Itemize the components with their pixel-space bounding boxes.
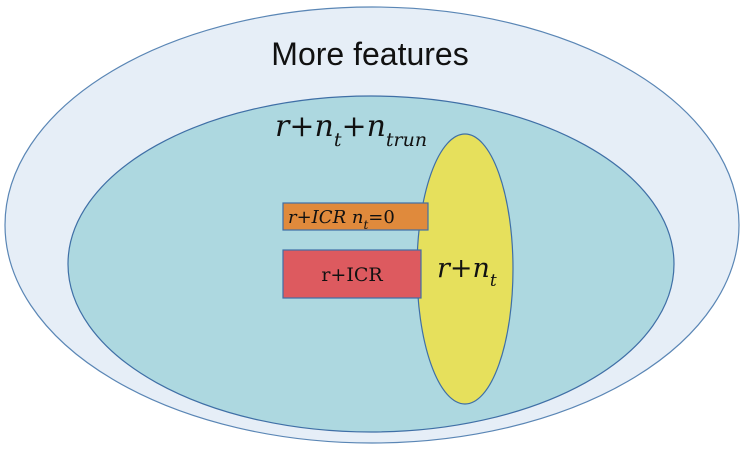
orange-box — [282, 202, 429, 231]
outer-set-title: More features — [271, 36, 468, 72]
orange-box-label: r+ICR nt=0 — [288, 207, 395, 232]
red-box-label: r+ICR — [321, 264, 383, 286]
middle-set-label: r+nt+ntrun — [275, 109, 427, 151]
yellow-set-label: r+nt — [437, 253, 497, 291]
red-box — [282, 249, 422, 299]
